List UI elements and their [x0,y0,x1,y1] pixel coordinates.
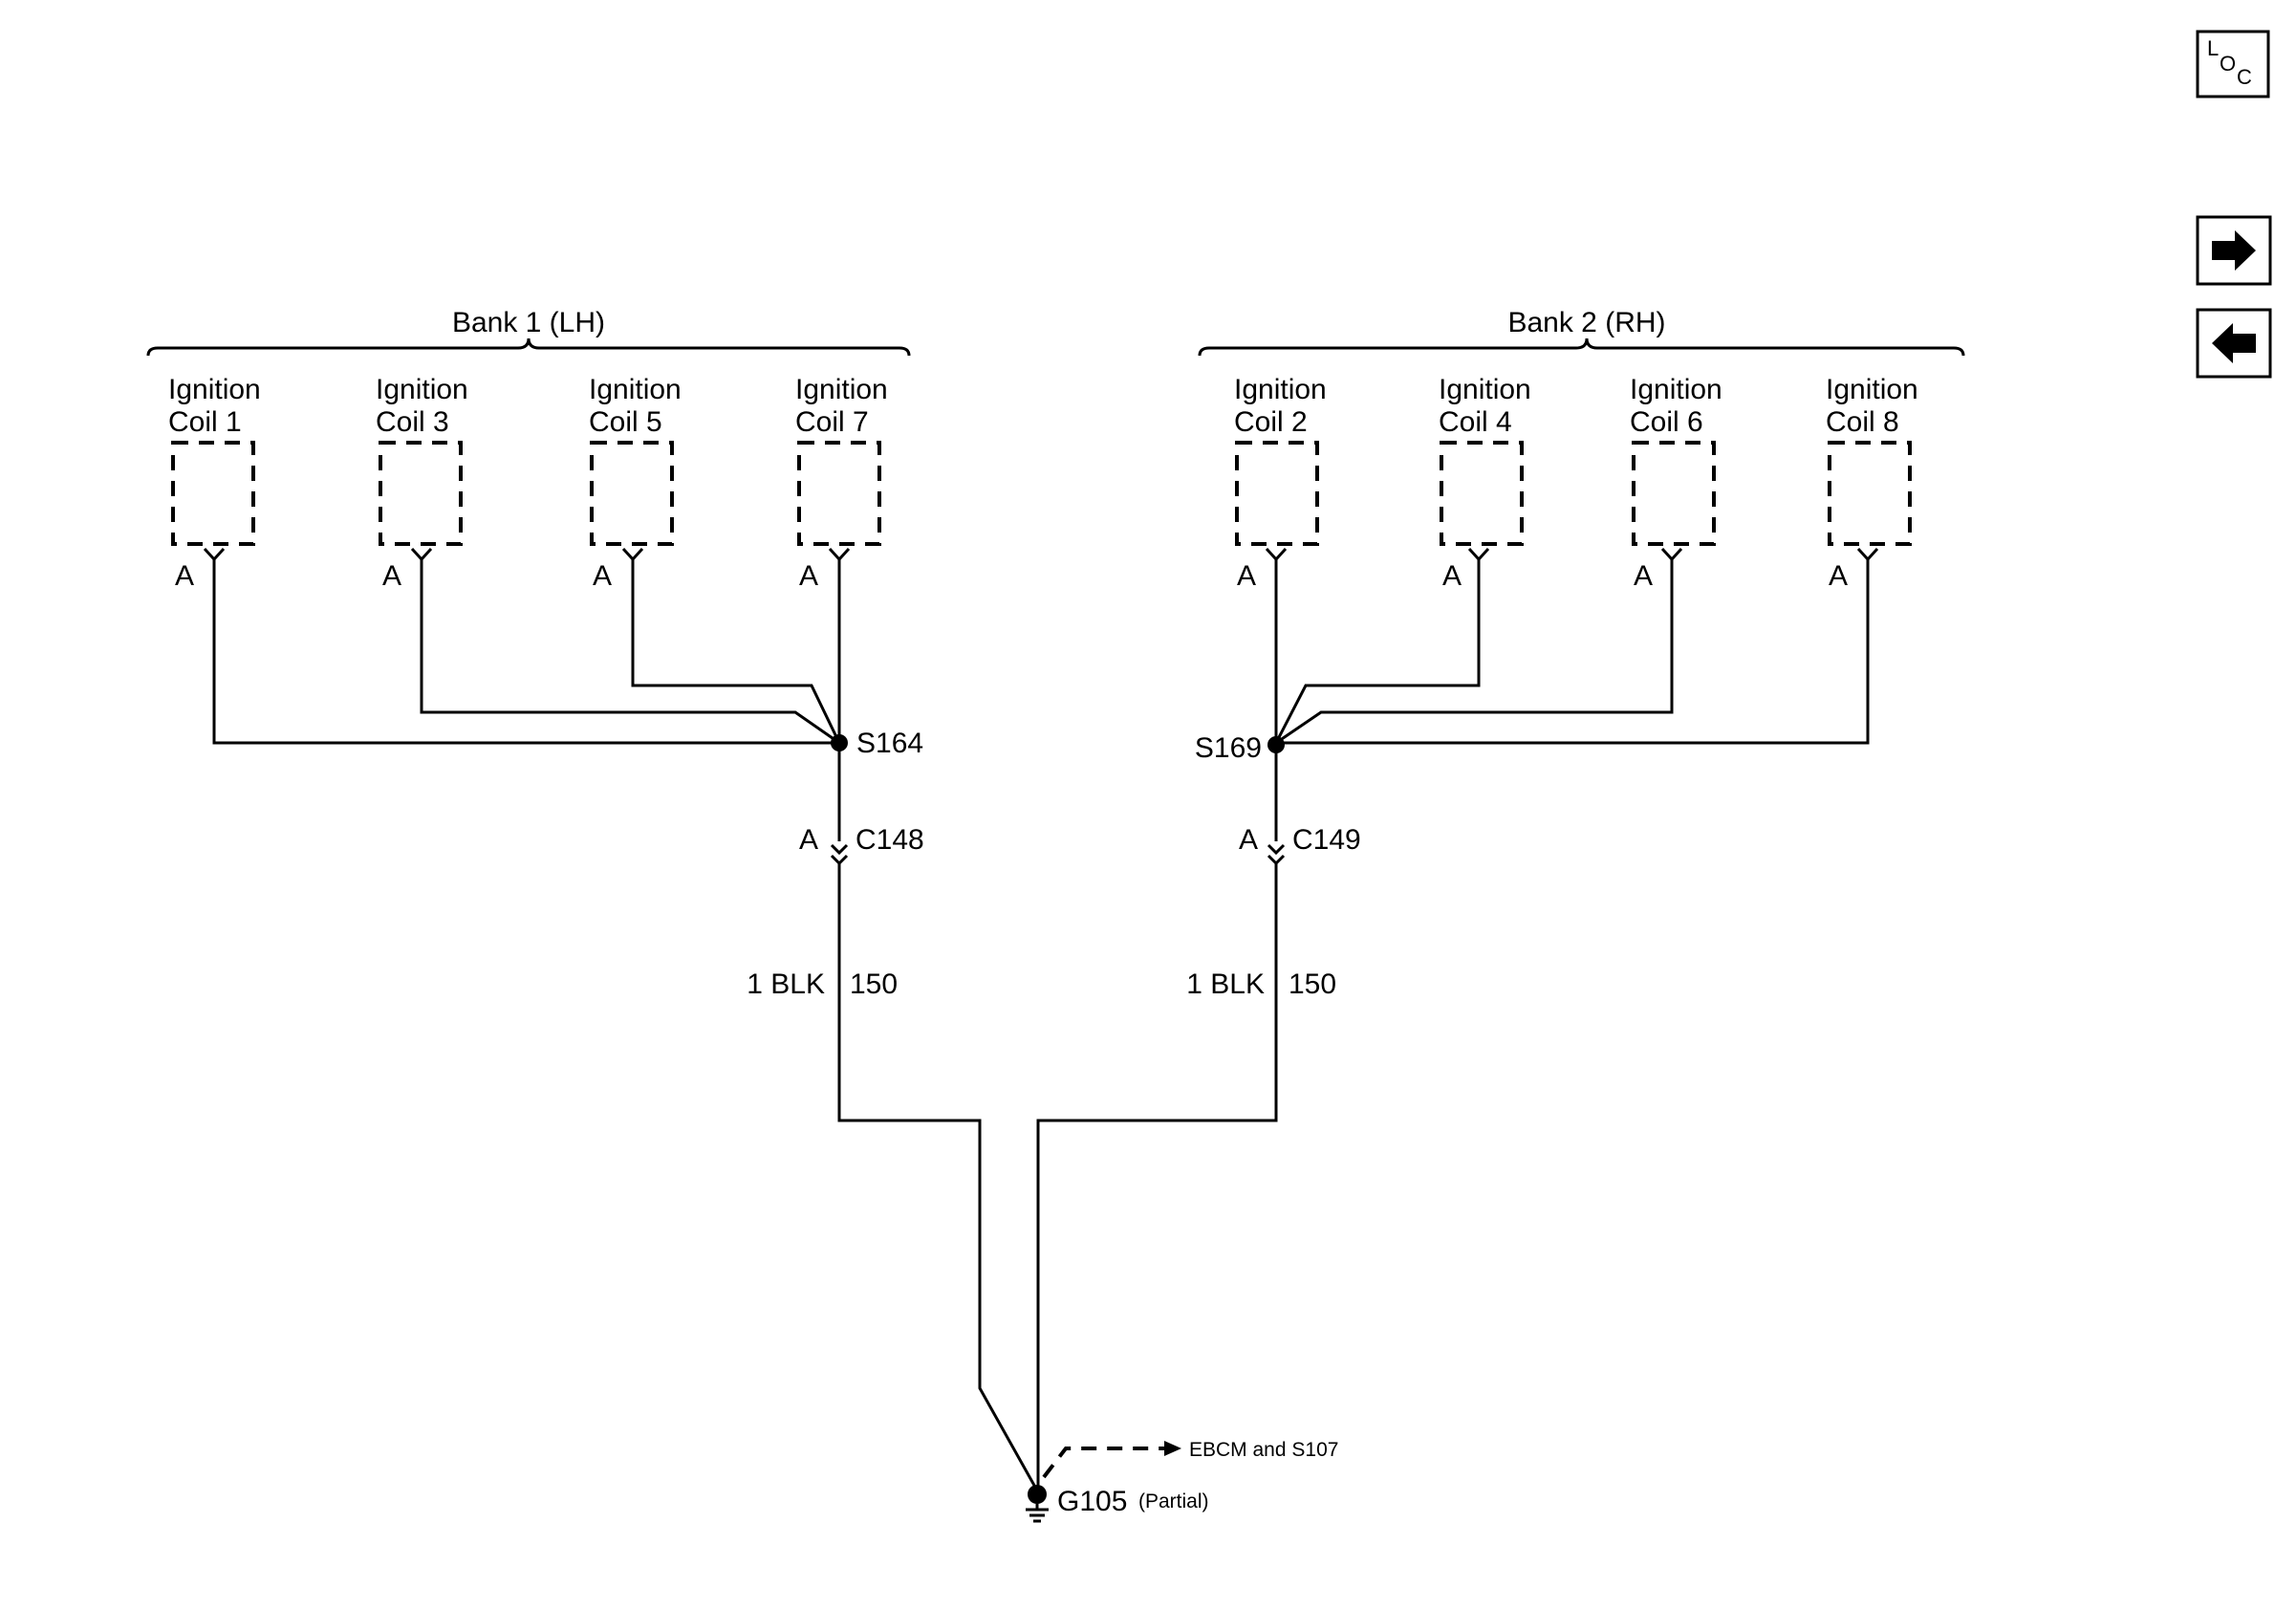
wire-coil-5 [631,559,841,744]
coil-label-line2: Coil 3 [376,406,449,438]
coil-box [1440,441,1524,546]
wire-color-label: 1 BLK [1186,968,1265,1000]
pin-label: A [175,560,194,592]
terminal-icon [1265,547,1288,562]
coil-label-line1: Ignition [1630,374,1722,405]
previous-page-button[interactable] [2196,308,2272,379]
loc-letter-l: L [2207,36,2219,60]
coil-label-line2: Coil 1 [168,406,242,438]
pin-label: A [1634,560,1653,592]
ground-g105: EBCM and S107 G105 (Partial) [1026,1439,1338,1523]
splice-label: S164 [856,728,923,759]
wire-color-label: 1 BLK [747,968,825,1000]
arrow-right-icon [2212,230,2256,271]
ground-label: G105 [1057,1486,1127,1517]
pin-label: A [1829,560,1848,592]
coil-label-line2: Coil 4 [1439,406,1512,438]
coil-label-line2: Coil 6 [1630,406,1703,438]
loc-letter-c: C [2237,65,2252,89]
pin-label: A [1442,560,1462,592]
coil-box [1632,441,1716,546]
connector-label: C149 [1292,824,1361,856]
wire-coil-8 [1276,559,1870,745]
pin-label: A [1237,560,1256,592]
splice-s169 [1267,736,1285,753]
shared-ground-dashed-wire [1042,1447,1166,1479]
ground-junction-dot [1028,1485,1047,1504]
wire-coil-3 [420,559,840,745]
coil-box [1828,441,1912,546]
pin-label: A [799,560,818,592]
ignition-coil-5[interactable]: Ignition Coil 5 A [589,374,682,592]
coil-box [1235,441,1319,546]
coil-label-line1: Ignition [168,374,261,405]
connector-pin-label: A [799,824,818,856]
circuit-number-label: 150 [1289,968,1336,1000]
coil-label-line1: Ignition [1234,374,1327,405]
ignition-coil-3[interactable]: Ignition Coil 3 A [376,374,468,592]
ignition-coil-1[interactable]: Ignition Coil 1 A [168,374,261,592]
coil-box [171,441,255,546]
coil-box [797,441,881,546]
next-page-button[interactable] [2196,215,2272,286]
coil-label-line1: Ignition [589,374,682,405]
splice-s164 [831,734,848,751]
pin-label: A [382,560,401,592]
ignition-coil-4[interactable]: Ignition Coil 4 A [1439,374,1531,592]
terminal-icon [203,547,226,562]
ignition-coil-6[interactable]: Ignition Coil 6 A [1630,374,1722,592]
arrow-left-icon [2212,323,2256,363]
coil-label-line2: Coil 7 [795,406,869,438]
connector-label: C148 [856,824,924,856]
coil-label-line1: Ignition [795,374,888,405]
wire-circuit-150-bank-2 [1036,863,1278,1490]
connector-c149: A C149 [1239,824,1361,866]
terminal-icon [410,547,433,562]
coil-label-line2: Coil 2 [1234,406,1308,438]
bank-1-brace [146,337,911,357]
splice-label: S169 [1195,732,1262,764]
terminal-icon [621,547,644,562]
coil-label-line1: Ignition [1826,374,1918,405]
ground-shared-label: EBCM and S107 [1189,1439,1338,1461]
coil-box [379,441,463,546]
bank-1: Bank 1 (LH) Ignition Coil 1 A Ignition C… [146,307,1039,1491]
connector-pin-label: A [1239,824,1258,856]
terminal-icon [1467,547,1490,562]
coil-label-line1: Ignition [1439,374,1531,405]
bank-2-label: Bank 2 (RH) [1507,307,1665,338]
loc-button[interactable]: L O C [2196,30,2270,98]
ignition-coil-7[interactable]: Ignition Coil 7 A [795,374,888,592]
bank-2: Bank 2 (RH) Ignition Coil 2 A Ignition C… [1036,307,1965,1490]
coil-label-line2: Coil 5 [589,406,662,438]
wire-coil-4 [1274,559,1481,744]
wire-coil-1 [212,559,839,745]
wire-circuit-150-bank-1 [837,863,1039,1491]
ignition-coil-2[interactable]: Ignition Coil 2 A [1234,374,1327,592]
terminal-icon [1856,547,1879,562]
ground-icon [1026,1504,1049,1523]
ignition-coil-8[interactable]: Ignition Coil 8 A [1826,374,1918,592]
coil-label-line2: Coil 8 [1826,406,1899,438]
circuit-number-label: 150 [850,968,898,1000]
ground-note: (Partial) [1138,1490,1209,1512]
coil-box [590,441,674,546]
arrow-left-icon [1164,1441,1181,1456]
coil-label-line1: Ignition [376,374,468,405]
bank-2-brace [1198,337,1965,357]
terminal-icon [1660,547,1683,562]
loc-letter-o: O [2220,52,2236,76]
terminal-icon [828,547,851,562]
pin-label: A [593,560,612,592]
wire-coil-6 [1275,559,1674,745]
connector-c148: A C148 [799,824,924,866]
bank-1-label: Bank 1 (LH) [452,307,605,338]
